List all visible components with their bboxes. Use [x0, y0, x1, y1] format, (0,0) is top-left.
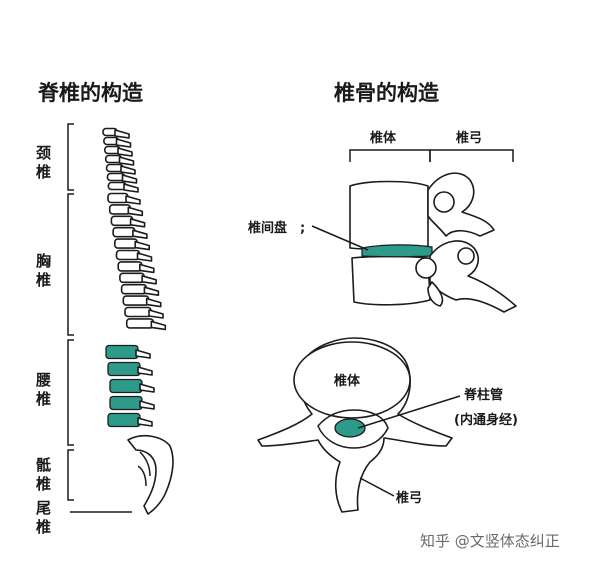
- top-body-label: 椎体: [333, 373, 361, 389]
- watermark: 知乎 @文竖体态纠正: [420, 532, 560, 550]
- svg-text:椎: 椎: [36, 390, 51, 408]
- canal-label: 脊柱管: [463, 387, 503, 403]
- spinous-process: [140, 401, 154, 409]
- lumbar-vertebra: [110, 397, 142, 410]
- lumbar-vertebra: [110, 380, 142, 393]
- svg-text:腰: 腰: [35, 371, 51, 389]
- top-arch-label: 椎弓: [395, 490, 422, 506]
- spinous-process: [138, 367, 152, 375]
- vertebra: [110, 205, 131, 214]
- canal-note: (内通身经): [454, 412, 518, 428]
- top-view-vertebra: [258, 338, 452, 512]
- vertebra: [120, 273, 144, 282]
- sacrum-illustration: [128, 436, 173, 514]
- lateral-vertebrae: [350, 173, 516, 312]
- vertebra: [118, 262, 142, 271]
- spinous-process: [120, 157, 134, 165]
- vertebra: [127, 319, 154, 328]
- spinous-process: [115, 130, 129, 138]
- svg-text:颈: 颈: [35, 144, 51, 162]
- lumbar-vertebra: [108, 363, 140, 376]
- spine-illustration: [103, 129, 165, 427]
- spinous-process: [117, 139, 131, 147]
- region-label-lumbar: 腰 椎: [35, 371, 51, 408]
- svg-text:椎: 椎: [36, 518, 51, 536]
- spinous-process: [138, 418, 152, 426]
- disc-label: 椎间盘: [247, 220, 287, 236]
- spinous-process: [138, 253, 152, 261]
- svg-text:椎: 椎: [36, 271, 51, 289]
- spinous-process: [140, 264, 154, 272]
- svg-text:椎: 椎: [36, 163, 51, 181]
- region-label-coccyx: 尾 椎: [36, 499, 51, 536]
- region-label-sacral: 骶 椎: [36, 456, 51, 493]
- intervertebral-disc: [362, 245, 432, 257]
- vertebra: [117, 251, 140, 260]
- spinous-process: [144, 287, 158, 295]
- spinous-process: [126, 196, 140, 204]
- vertebra: [113, 228, 135, 237]
- spinous-process: [118, 148, 132, 156]
- vertebra: [108, 194, 128, 203]
- lateral-bracket-body: [350, 150, 430, 162]
- vertebra: [111, 216, 132, 225]
- arch-pointer: [360, 478, 394, 496]
- region-label-cervical: 颈 椎: [35, 144, 51, 181]
- vertebra: [122, 285, 147, 294]
- lumbar-vertebra: [106, 346, 138, 359]
- right-title: 椎骨的构造: [334, 81, 440, 105]
- svg-text:胸: 胸: [36, 252, 51, 270]
- vertebra: [123, 296, 148, 305]
- spinous-process: [133, 230, 147, 238]
- svg-text:椎: 椎: [36, 475, 51, 493]
- svg-text:尾: 尾: [36, 499, 51, 517]
- lumbar-vertebra: [108, 414, 140, 427]
- lateral-body-label: 椎体: [369, 130, 397, 146]
- vertebra: [115, 239, 137, 248]
- vertebra: [125, 308, 151, 317]
- lateral-arch-label: 椎弓: [455, 130, 482, 146]
- spinous-process: [123, 175, 137, 183]
- svg-text:骶: 骶: [36, 456, 51, 474]
- disc-label-suffix: ;: [300, 221, 305, 236]
- spinous-process: [142, 276, 156, 284]
- spinous-process: [149, 310, 163, 318]
- left-title: 脊椎的构造: [37, 81, 144, 105]
- region-label-thoracic: 胸 椎: [36, 252, 51, 289]
- spinous-process: [147, 299, 161, 307]
- spinous-process: [135, 242, 149, 250]
- spinous-process: [128, 207, 142, 215]
- spinous-process: [121, 166, 135, 174]
- spinous-process: [136, 350, 150, 358]
- spinous-process: [131, 219, 145, 227]
- lateral-bracket-arch: [430, 150, 513, 162]
- spinous-process: [151, 321, 165, 329]
- spinous-process: [140, 384, 154, 392]
- spinous-process: [124, 184, 138, 192]
